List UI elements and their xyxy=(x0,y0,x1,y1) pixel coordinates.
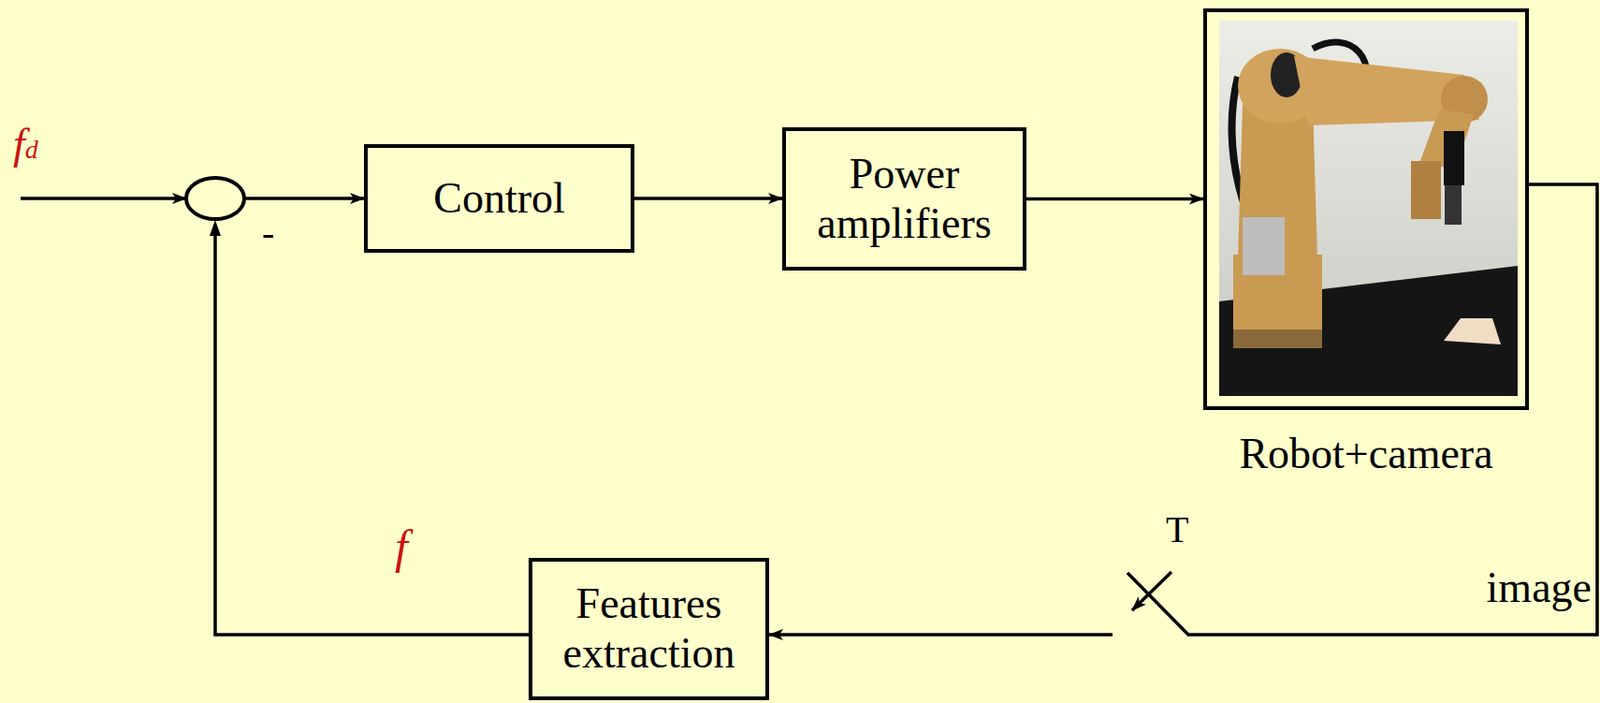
photo-wall xyxy=(1219,20,1518,396)
signal-name: image xyxy=(1448,563,1595,613)
box-label: Power amplifiers xyxy=(799,149,1010,249)
signal-name: f xyxy=(394,520,408,575)
signal-arrow xyxy=(1026,197,1204,202)
signal-arrow xyxy=(215,198,529,635)
arrow-head xyxy=(209,219,221,236)
process-box: Features extraction xyxy=(528,557,770,700)
sampling-period: T xyxy=(1165,508,1189,552)
reference-input-line xyxy=(20,196,187,201)
signal-arrow xyxy=(634,196,783,201)
signal-name: fd xyxy=(13,119,39,170)
camera-body xyxy=(1443,130,1465,186)
camera-lens xyxy=(1444,185,1462,225)
target-object xyxy=(1443,318,1501,345)
robot-motor xyxy=(1242,217,1285,276)
sign-mark: - xyxy=(261,211,275,255)
robot-base xyxy=(1233,329,1323,349)
robot-photo xyxy=(1219,20,1518,396)
summing-junction xyxy=(186,177,245,219)
photo-frame xyxy=(1203,8,1529,410)
box-label: Features extraction xyxy=(545,579,753,679)
box-caption: Robot+camera xyxy=(1203,429,1529,480)
robot-gripper xyxy=(1410,160,1441,219)
sampler-switch xyxy=(1132,571,1172,611)
box-label: Control xyxy=(433,174,566,224)
process-box: Power amplifiers xyxy=(782,127,1027,271)
process-box: Control xyxy=(363,144,635,253)
robot-camera-box: Robot+camera xyxy=(1203,8,1529,481)
